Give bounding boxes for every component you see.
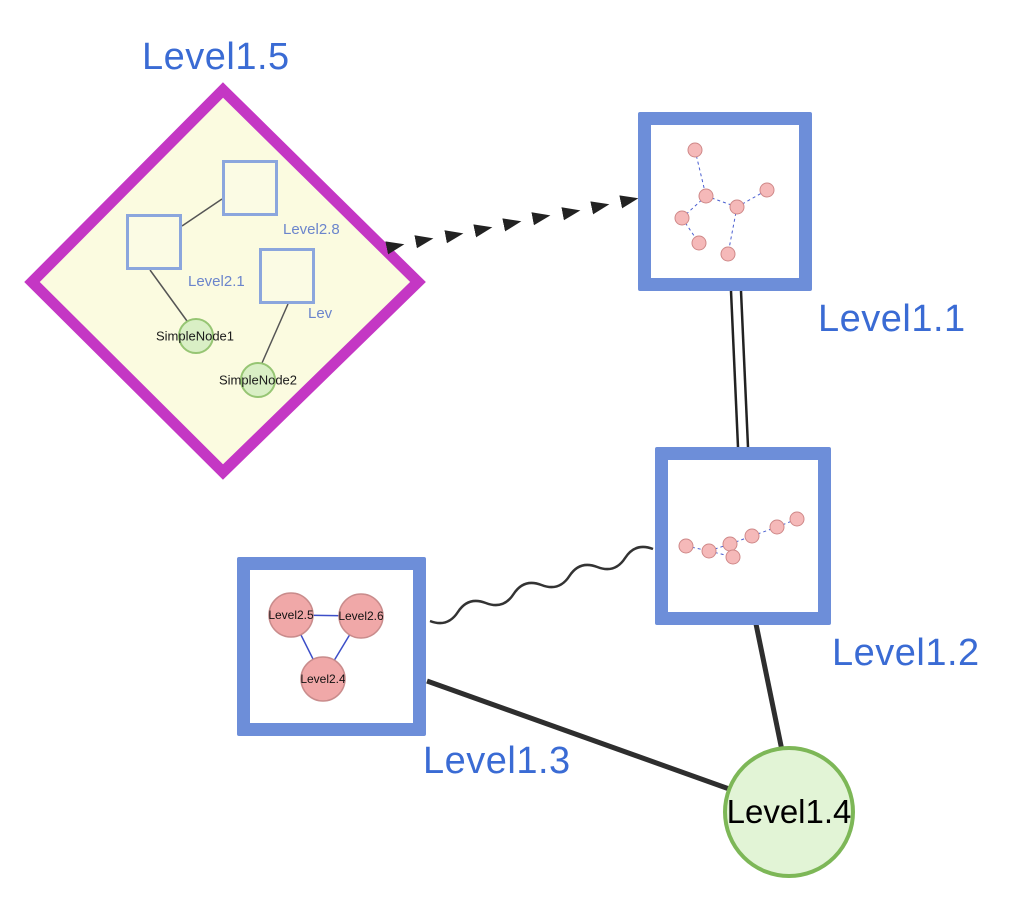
node-level1-2-group[interactable] xyxy=(655,447,831,625)
edge-square21-simplenode1[interactable] xyxy=(149,269,188,322)
edge-level1-5-to-level1-1[interactable] xyxy=(385,195,639,255)
node-lev-square[interactable] xyxy=(259,248,315,304)
mini-node[interactable] xyxy=(701,543,717,559)
edge-level1-1-to-level1-2[interactable] xyxy=(729,290,750,448)
node-level2-4[interactable] xyxy=(300,656,346,702)
mini-node[interactable] xyxy=(729,199,745,215)
label-level1-4: Level1.4 xyxy=(726,793,852,830)
label-level1-5: Level1.5 xyxy=(142,36,290,78)
mini-node[interactable] xyxy=(769,519,785,535)
mini-node[interactable] xyxy=(674,210,690,226)
mini-node[interactable] xyxy=(698,188,714,204)
node-level2-5[interactable] xyxy=(268,592,314,638)
label-level2-6: Level2.6 xyxy=(338,609,384,623)
mini-node[interactable] xyxy=(691,235,707,251)
node-level2-8-square[interactable] xyxy=(222,160,278,216)
mini-node[interactable] xyxy=(678,538,694,554)
label-level1-1: Level1.1 xyxy=(818,298,966,340)
edge-level1-3-to-level1-4[interactable] xyxy=(426,678,761,803)
label-level2-1: Level2.1 xyxy=(188,273,245,290)
level1-2-mini-graph xyxy=(678,511,805,565)
node-simplenode2[interactable] xyxy=(240,362,276,398)
mini-node[interactable] xyxy=(789,511,805,527)
level1-1-mini-graph xyxy=(674,142,775,262)
node-level1-3-group[interactable]: Level2.5 Level2.6 Level2.4 xyxy=(237,557,426,736)
mini-edge xyxy=(751,526,778,537)
label-lev: Lev xyxy=(308,305,333,322)
label-simplenode2: SimpleNode2 xyxy=(218,372,298,388)
node-simplenode1[interactable] xyxy=(178,318,214,354)
mini-edge xyxy=(727,206,738,255)
mini-node[interactable] xyxy=(725,549,741,565)
label-level2-8: Level2.8 xyxy=(283,221,340,238)
label-level2-5: Level2.5 xyxy=(268,608,314,622)
label-simplenode1: SimpleNode1 xyxy=(155,328,235,344)
label-level2-4: Level2.4 xyxy=(300,672,346,686)
edge-level1-2-to-level1-4[interactable] xyxy=(753,623,789,771)
mini-node[interactable] xyxy=(759,182,775,198)
node-level2-1-square[interactable] xyxy=(126,214,182,270)
edge-squarelev-simplenode2[interactable] xyxy=(261,303,289,364)
label-level1-3: Level1.3 xyxy=(423,740,571,782)
node-level1-4[interactable]: Level1.4 xyxy=(723,746,855,878)
mini-node[interactable] xyxy=(744,528,760,544)
level1-3-mini-graph: Level2.5 Level2.6 Level2.4 xyxy=(268,592,384,702)
edge-square21-square28[interactable] xyxy=(181,198,223,227)
node-level1-5-diamond[interactable] xyxy=(24,82,426,480)
mini-edge xyxy=(694,149,707,197)
edge-level1-2-to-level1-3[interactable] xyxy=(429,545,654,625)
mini-node[interactable] xyxy=(720,246,736,262)
mini-node[interactable] xyxy=(687,142,703,158)
node-level1-1-group[interactable] xyxy=(638,112,812,291)
label-level1-2: Level1.2 xyxy=(832,632,980,674)
node-level2-6[interactable] xyxy=(338,593,384,639)
mini-node[interactable] xyxy=(722,536,738,552)
